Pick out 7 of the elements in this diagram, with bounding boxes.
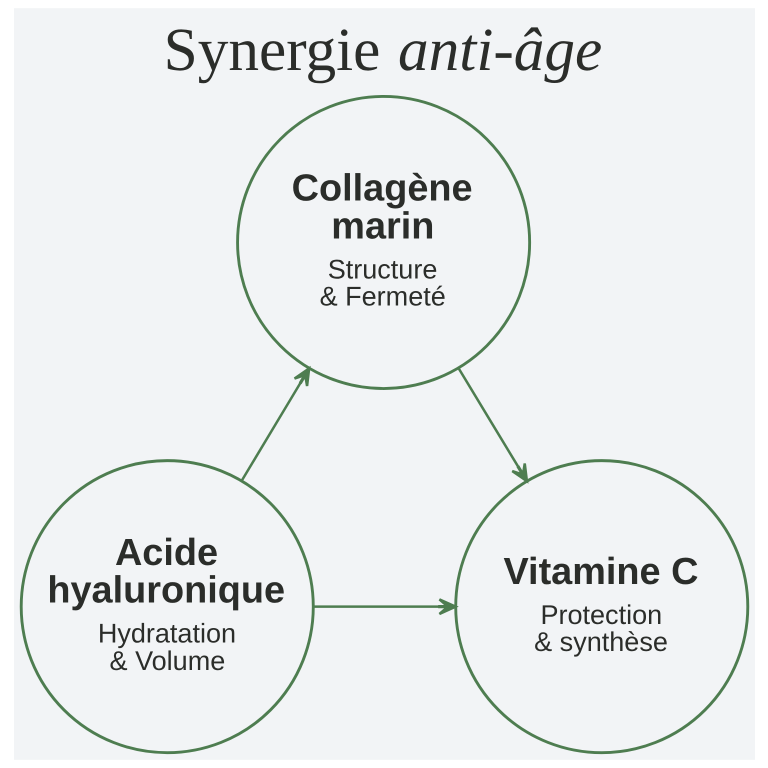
arrow — [240, 367, 310, 482]
node-circle: Collagène marin Structure & Fermeté — [236, 95, 531, 390]
arrow — [457, 368, 528, 482]
arrow — [314, 598, 456, 616]
node-circle: Vitamine C Protection & synthèse — [454, 459, 749, 754]
node-circle: Acide hyaluronique Hydratation & Volume — [19, 459, 314, 754]
diagram-title: Synergie anti-âge — [163, 16, 602, 84]
